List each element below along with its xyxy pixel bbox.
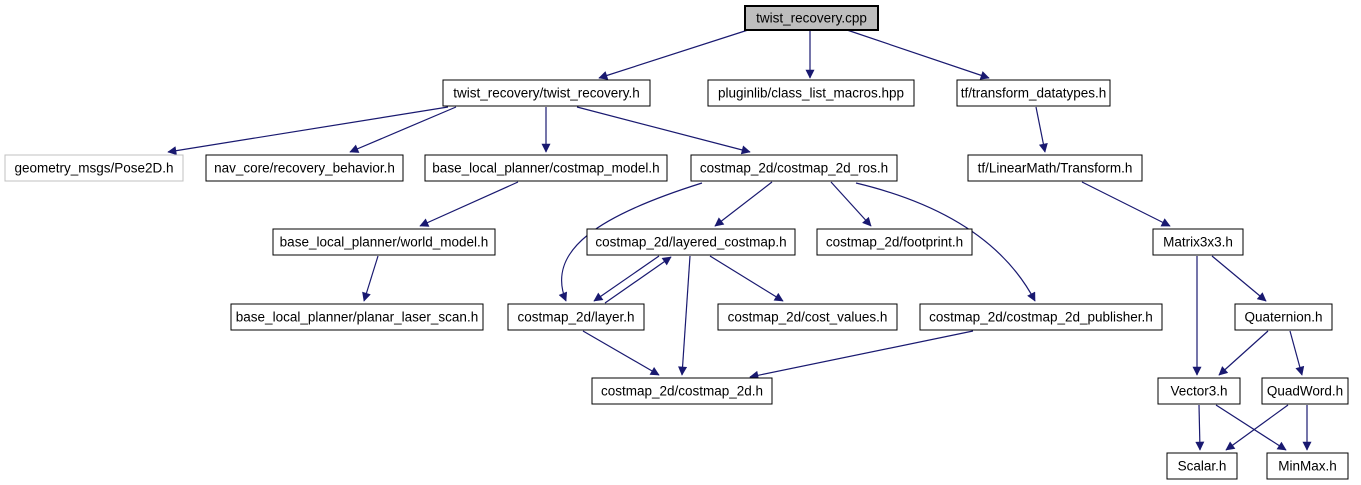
graph-node-cmodel[interactable]: base_local_planner/costmap_model.h [424, 154, 668, 182]
node-box-minmax [1266, 452, 1349, 480]
node-box-layer [507, 303, 645, 331]
edge-transform--matrix [1081, 181, 1171, 227]
graph-node-matrix[interactable]: Matrix3x3.h [1152, 228, 1244, 256]
graph-node-quadword[interactable]: QuadWord.h [1261, 377, 1349, 405]
node-box-scalar [1166, 452, 1238, 480]
graph-node-scalar[interactable]: Scalar.h [1166, 452, 1238, 480]
node-box-root [744, 5, 879, 31]
graph-node-pose2d: geometry_msgs/Pose2D.h [4, 154, 184, 182]
edge-root--tfdt [846, 29, 990, 80]
node-label-quadword: QuadWord.h [1267, 384, 1343, 399]
node-box-layered [586, 228, 796, 256]
nodes-layer: twist_recovery.cpp twist_recovery/twist_r… [4, 5, 1349, 480]
graph-node-navcore[interactable]: nav_core/recovery_behavior.h [205, 154, 404, 182]
node-label-pluginlib: pluginlib/class_list_macros.hpp [718, 86, 904, 101]
edge-quaternion--vector3 [1218, 330, 1269, 376]
edge-root--twist_h [598, 29, 749, 80]
node-box-footprint [816, 228, 973, 256]
graph-node-ros[interactable]: costmap_2d/costmap_2d_ros.h [690, 154, 898, 182]
graph-node-transform[interactable]: tf/LinearMath/Transform.h [967, 154, 1143, 182]
node-label-wmodel: base_local_planner/world_model.h [280, 235, 489, 250]
node-box-costvalues [717, 303, 898, 331]
edge-twist_h--pose2d [167, 106, 449, 156]
graph-node-footprint[interactable]: costmap_2d/footprint.h [816, 228, 973, 256]
node-box-pluginlib [707, 79, 915, 107]
graph-node-pluginlib[interactable]: pluginlib/class_list_macros.hpp [707, 79, 915, 107]
node-label-root: twist_recovery.cpp [756, 11, 867, 26]
edge-quaternion--quadword [1289, 330, 1305, 376]
node-box-transform [967, 154, 1143, 182]
node-box-publisher [919, 303, 1163, 331]
node-box-pose2d [4, 154, 184, 182]
edge-publisher--costmap2d [749, 330, 974, 380]
edge-layered--costmap2d [678, 255, 691, 376]
node-label-pose2d: geometry_msgs/Pose2D.h [14, 161, 173, 176]
edge-quadword--scalar [1225, 404, 1289, 451]
node-label-navcore: nav_core/recovery_behavior.h [214, 161, 395, 176]
graph-node-minmax[interactable]: MinMax.h [1266, 452, 1349, 480]
edge-vector3--scalar [1195, 404, 1205, 451]
node-box-navcore [205, 154, 404, 182]
graph-node-layer[interactable]: costmap_2d/layer.h [507, 303, 645, 331]
node-label-costvalues: costmap_2d/cost_values.h [728, 310, 888, 325]
node-box-vector3 [1157, 377, 1241, 405]
node-label-layer: costmap_2d/layer.h [517, 310, 634, 325]
graph-node-twist_h[interactable]: twist_recovery/twist_recovery.h [442, 79, 651, 107]
node-label-cmodel: base_local_planner/costmap_model.h [432, 161, 659, 176]
edge-tfdt--transform [1035, 106, 1048, 153]
graph-node-costvalues[interactable]: costmap_2d/cost_values.h [717, 303, 898, 331]
node-box-wmodel [272, 228, 496, 256]
node-label-transform: tf/LinearMath/Transform.h [978, 161, 1133, 176]
edge-matrix--quaternion [1211, 255, 1267, 302]
node-box-matrix [1152, 228, 1244, 256]
edge-layered--costvalues [709, 255, 784, 302]
node-label-matrix: Matrix3x3.h [1163, 235, 1233, 250]
node-box-costmap2d [591, 377, 773, 405]
edge-layer--costmap2d [582, 330, 660, 376]
node-label-layered: costmap_2d/layered_costmap.h [595, 235, 786, 250]
edge-wmodel--planar [362, 255, 379, 302]
graph-node-vector3[interactable]: Vector3.h [1157, 377, 1241, 405]
node-label-vector3: Vector3.h [1170, 384, 1227, 399]
graph-node-tfdt[interactable]: tf/transform_datatypes.h [956, 79, 1111, 107]
node-label-tfdt: tf/transform_datatypes.h [961, 86, 1107, 101]
node-label-ros: costmap_2d/costmap_2d_ros.h [700, 161, 888, 176]
graph-node-wmodel[interactable]: base_local_planner/world_model.h [272, 228, 496, 256]
edge-twist_h--navcore [349, 106, 457, 153]
edge-layered--layer [593, 255, 660, 302]
node-label-costmap2d: costmap_2d/costmap_2d.h [601, 384, 763, 399]
graph-node-layered[interactable]: costmap_2d/layered_costmap.h [586, 228, 796, 256]
graph-node-costmap2d[interactable]: costmap_2d/costmap_2d.h [591, 377, 773, 405]
node-label-scalar: Scalar.h [1178, 459, 1227, 474]
node-box-twist_h [442, 79, 651, 107]
node-box-ros [690, 154, 898, 182]
node-box-quadword [1261, 377, 1349, 405]
node-label-planar: base_local_planner/planar_laser_scan.h [236, 310, 478, 325]
node-box-cmodel [424, 154, 668, 182]
node-box-planar [230, 303, 484, 331]
edge-ros--layered [714, 181, 773, 227]
edge-layer--layered [604, 256, 672, 304]
node-label-minmax: MinMax.h [1278, 459, 1337, 474]
node-label-quaternion: Quaternion.h [1244, 310, 1322, 325]
node-label-twist_h: twist_recovery/twist_recovery.h [453, 86, 640, 101]
node-box-quaternion [1234, 303, 1333, 331]
node-box-tfdt [956, 79, 1111, 107]
graph-node-root: twist_recovery.cpp [744, 5, 879, 31]
edge-vector3--minmax [1215, 404, 1287, 451]
edge-twist_h--ros [576, 106, 751, 155]
edge-ros--footprint [830, 181, 872, 227]
node-label-publisher: costmap_2d/costmap_2d_publisher.h [929, 310, 1153, 325]
edge-cmodel--wmodel [419, 181, 519, 227]
graph-node-quaternion[interactable]: Quaternion.h [1234, 303, 1333, 331]
graph-node-planar[interactable]: base_local_planner/planar_laser_scan.h [230, 303, 484, 331]
graph-node-publisher[interactable]: costmap_2d/costmap_2d_publisher.h [919, 303, 1163, 331]
node-label-footprint: costmap_2d/footprint.h [826, 235, 963, 250]
